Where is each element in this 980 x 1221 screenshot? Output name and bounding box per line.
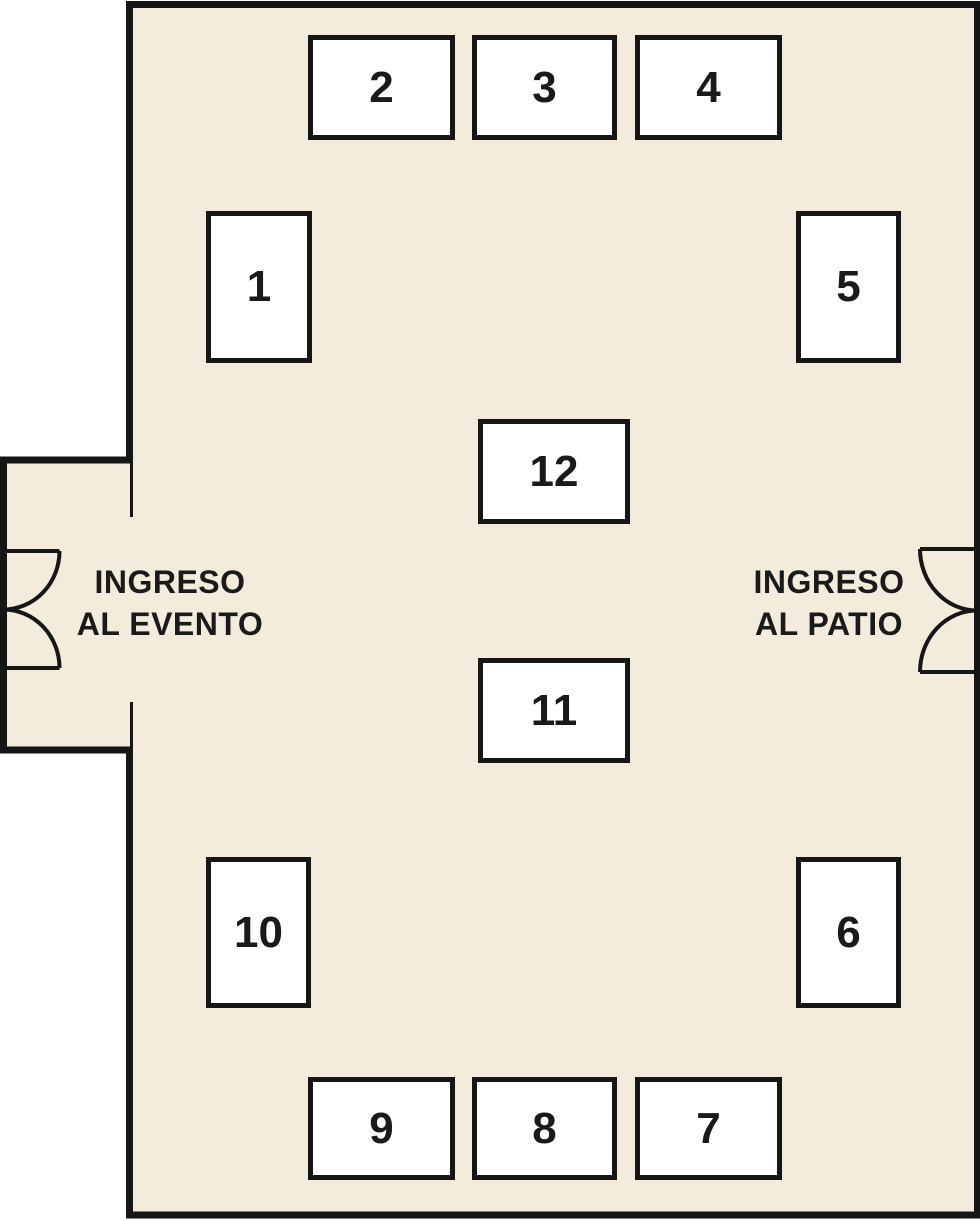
booth-number: 8 — [532, 1103, 557, 1153]
booth-number: 1 — [246, 262, 272, 311]
booth-number: 10 — [234, 907, 283, 957]
booth-1: 1 — [206, 211, 312, 363]
right-double-door-icon — [918, 547, 978, 674]
booth-2: 2 — [308, 35, 455, 140]
entrance-label-line1: INGRESO — [94, 564, 246, 600]
booth-number: 6 — [836, 907, 861, 957]
booth-number: 9 — [369, 1103, 394, 1153]
booth-number: 12 — [529, 446, 579, 496]
booth-number: 7 — [696, 1103, 721, 1153]
entrance-label-line2: AL EVENTO — [76, 606, 264, 642]
booth-11: 11 — [478, 658, 630, 763]
booth-3: 3 — [472, 35, 617, 140]
booth-9: 9 — [308, 1077, 455, 1180]
entrance-label-evento: INGRESO AL EVENTO — [50, 561, 290, 645]
booth-6: 6 — [796, 857, 901, 1008]
booth-number: 3 — [532, 62, 557, 112]
booth-8: 8 — [472, 1077, 617, 1180]
booth-number: 4 — [696, 62, 721, 112]
entrance-label-patio: INGRESO AL PATIO — [709, 561, 949, 645]
entrance-label-line2: AL PATIO — [755, 606, 903, 642]
main-hall-outline — [126, 1, 980, 1219]
booth-7: 7 — [635, 1077, 782, 1180]
entrance-label-line1: INGRESO — [753, 564, 905, 600]
booth-number: 2 — [369, 62, 394, 112]
left-double-door-icon — [3, 549, 62, 670]
booth-5: 5 — [796, 211, 901, 363]
booth-12: 12 — [478, 419, 630, 524]
booth-number: 5 — [836, 262, 861, 311]
booth-4: 4 — [635, 35, 782, 140]
booth-10: 10 — [206, 857, 311, 1008]
booth-number: 11 — [530, 685, 578, 735]
